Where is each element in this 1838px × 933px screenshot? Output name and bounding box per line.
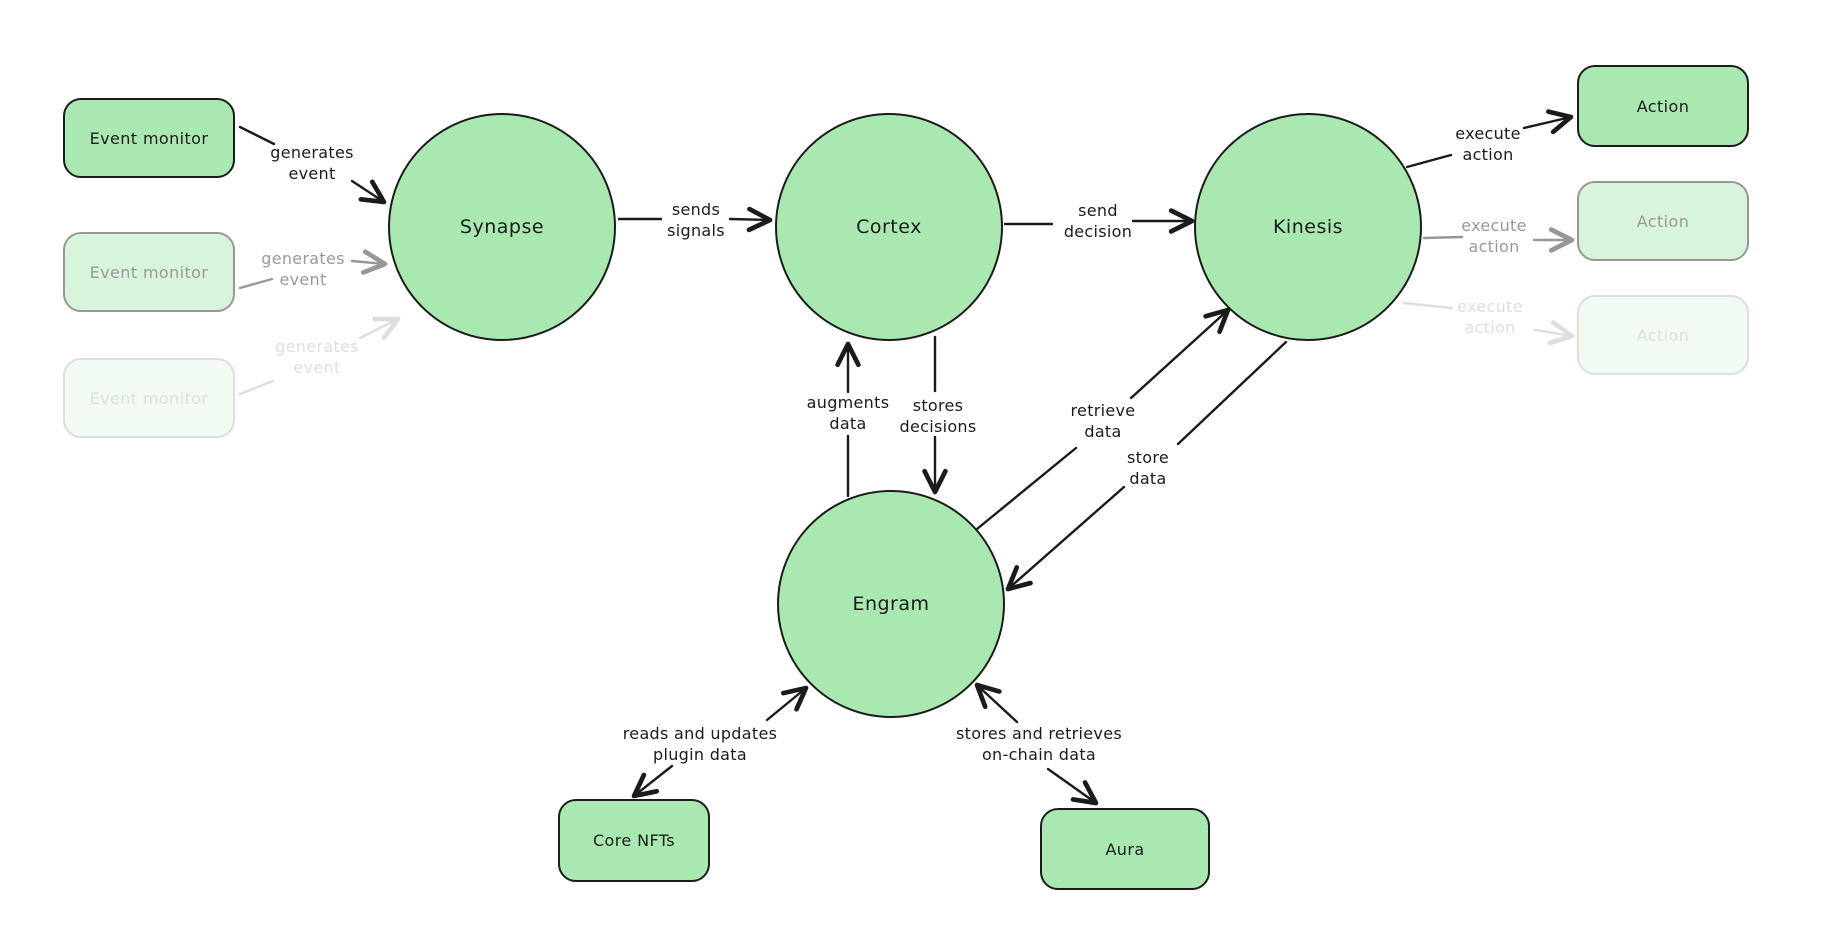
node-label: Aura — [1105, 839, 1145, 859]
node-aura: Aura — [1040, 808, 1210, 890]
node-label: Core NFTs — [592, 831, 676, 850]
edge-label-stores-retrieves-onchain-data: stores and retrieves on-chain data — [956, 723, 1122, 764]
node-action-2: Action — [1577, 181, 1749, 261]
node-label: Action — [1636, 325, 1690, 345]
node-label: Action — [1636, 96, 1690, 116]
edge-label-sends-signals: sends signals — [667, 199, 725, 240]
edge-label-store-data: store data — [1127, 447, 1169, 488]
node-label: Event monitor — [89, 388, 209, 408]
node-kinesis: Kinesis — [1194, 113, 1422, 341]
node-label: Kinesis — [1272, 216, 1344, 238]
edge-label-execute-action-3: execute action — [1457, 296, 1523, 337]
edge-label-generates-event-1: generates event — [270, 142, 354, 183]
edge-label-execute-action-1: execute action — [1455, 123, 1521, 164]
edge-label-send-decision: send decision — [1063, 200, 1133, 241]
edge-label-retrieve-data: retrieve data — [1070, 400, 1136, 441]
node-event-monitor-2: Event monitor — [63, 232, 235, 312]
node-action-3: Action — [1577, 295, 1749, 375]
node-label: Synapse — [459, 216, 545, 238]
edge-label-generates-event-3: generates event — [275, 336, 359, 377]
node-label: Engram — [852, 593, 930, 615]
edge-label-stores-decisions: stores decisions — [899, 395, 977, 436]
node-event-monitor-3: Event monitor — [63, 358, 235, 438]
edge-label-execute-action-2: execute action — [1461, 215, 1527, 256]
node-label: Event monitor — [89, 128, 209, 148]
node-core-nfts: Core NFTs — [558, 799, 710, 882]
node-label: Cortex — [856, 216, 922, 238]
node-engram: Engram — [777, 490, 1005, 718]
node-synapse: Synapse — [388, 113, 616, 341]
edge-label-reads-updates-plugin-data: reads and updates plugin data — [622, 723, 778, 764]
node-action-1: Action — [1577, 65, 1749, 147]
node-label: Event monitor — [89, 262, 209, 282]
node-event-monitor-1: Event monitor — [63, 98, 235, 178]
edge-label-augments-data: augments data — [806, 392, 890, 433]
node-label: Action — [1636, 211, 1690, 231]
edge-label-generates-event-2: generates event — [261, 248, 345, 289]
node-cortex: Cortex — [775, 113, 1003, 341]
